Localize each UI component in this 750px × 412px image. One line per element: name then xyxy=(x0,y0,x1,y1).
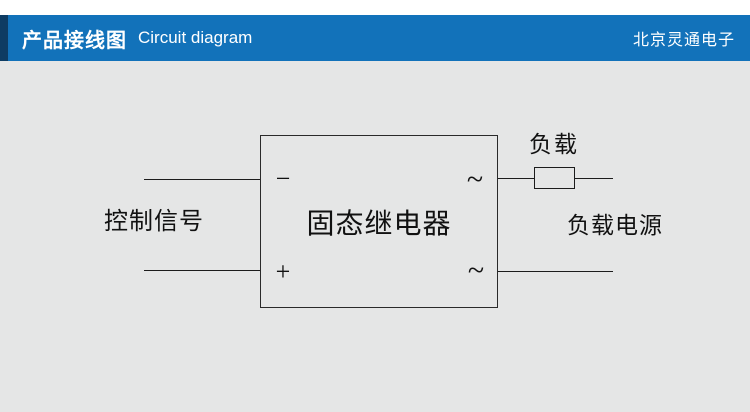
header-accent-block xyxy=(0,15,8,61)
load-label: 负载 xyxy=(529,132,579,157)
relay-box: − + ~ ~ 固态继电器 xyxy=(260,135,498,308)
page-title-zh: 产品接线图 xyxy=(22,29,127,52)
top-white-strip xyxy=(0,0,750,15)
terminal-minus: − xyxy=(275,164,291,193)
wire-load-bottom xyxy=(497,271,613,272)
header-bar: 产品接线图 Circuit diagram 北京灵通电子 xyxy=(0,15,750,61)
wire-control-top xyxy=(144,179,260,180)
terminal-ac-top: ~ xyxy=(466,163,484,196)
diagram-canvas: − + ~ ~ 固态继电器 控制信号 负载 负载电源 xyxy=(0,61,750,412)
relay-label: 固态继电器 xyxy=(306,208,452,240)
control-signal-label: 控制信号 xyxy=(104,209,204,235)
wire-load-top-left xyxy=(497,178,535,179)
company-name: 北京灵通电子 xyxy=(632,32,735,49)
wire-control-bottom xyxy=(144,270,260,271)
wire-load-top-right xyxy=(574,178,613,179)
page-title-en: Circuit diagram xyxy=(138,28,253,47)
terminal-plus: + xyxy=(275,257,291,286)
load-power-label: 负载电源 xyxy=(567,213,663,238)
load-resistor-symbol xyxy=(534,167,575,189)
terminal-ac-bottom: ~ xyxy=(467,254,485,287)
